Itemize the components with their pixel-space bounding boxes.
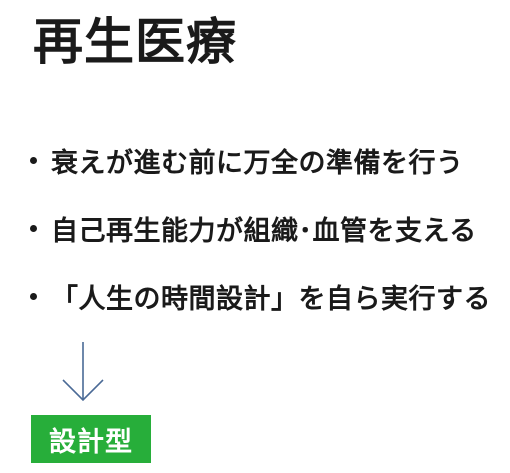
- list-item: 自己再生能力が組織･血管を支える: [30, 210, 491, 247]
- arrow-down-icon: [62, 342, 104, 402]
- list-item-text: 衰えが進む前に万全の準備を行う: [51, 147, 464, 179]
- list-item-text: 「人生の時間設計」を自ら実行する: [51, 283, 491, 315]
- bullet-dot-icon: [30, 156, 37, 164]
- page-title: 再生医療: [33, 12, 237, 71]
- list-item: 衰えが進む前に万全の準備を行う: [30, 142, 491, 179]
- bullet-dot-icon: [30, 224, 37, 232]
- bullet-list: 衰えが進む前に万全の準備を行う 自己再生能力が組織･血管を支える 「人生の時間設…: [30, 142, 491, 346]
- design-type-badge: 設計型: [31, 415, 151, 463]
- list-item: 「人生の時間設計」を自ら実行する: [30, 278, 491, 315]
- list-item-text: 自己再生能力が組織･血管を支える: [51, 215, 477, 247]
- bullet-dot-icon: [30, 292, 37, 300]
